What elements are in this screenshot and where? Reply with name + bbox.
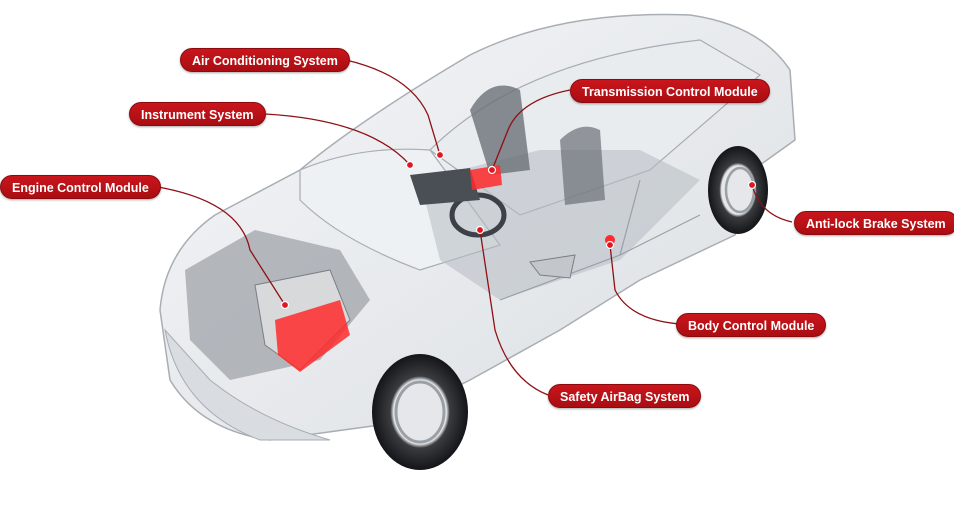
label-instrument-system[interactable]: Instrument System xyxy=(129,102,266,126)
leader-dots xyxy=(280,150,757,310)
label-air-conditioning-system[interactable]: Air Conditioning System xyxy=(180,48,350,72)
leader-lines xyxy=(151,59,793,396)
label-engine-control-module[interactable]: Engine Control Module xyxy=(0,175,161,199)
label-anti-lock-brake-system[interactable]: Anti-lock Brake System xyxy=(794,211,954,235)
label-transmission-control-module[interactable]: Transmission Control Module xyxy=(570,79,770,103)
front-wheel xyxy=(372,354,468,470)
rear-wheel xyxy=(708,146,768,234)
label-body-control-module[interactable]: Body Control Module xyxy=(676,313,827,337)
label-safety-airbag-system[interactable]: Safety AirBag System xyxy=(548,384,702,408)
